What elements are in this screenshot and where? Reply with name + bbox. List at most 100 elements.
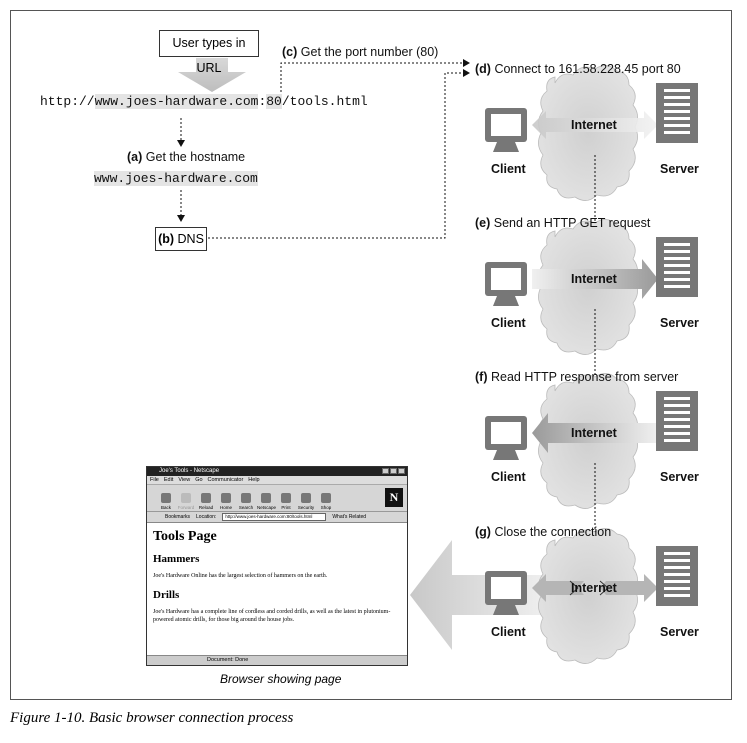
search-button[interactable]: Search xyxy=(237,493,255,511)
dns-box: (b) DNS xyxy=(155,227,207,251)
figure-caption: Figure 1-10. Basic browser connection pr… xyxy=(10,710,294,726)
hammers-text: Joe's Hardware Online has the largest se… xyxy=(153,573,328,579)
home-button[interactable]: Home xyxy=(217,493,235,511)
url-sep: : xyxy=(258,94,267,109)
client-label: Client xyxy=(491,470,526,484)
forward-button[interactable]: Forward xyxy=(177,493,195,511)
url-path: /tools.html xyxy=(281,94,368,109)
whats-related-button[interactable]: What's Related xyxy=(332,514,367,520)
shop-icon xyxy=(321,493,331,503)
url-port: 80 xyxy=(266,94,282,109)
client-label: Client xyxy=(491,316,526,330)
url-host: www.joes-hardware.com xyxy=(94,94,259,109)
forward-icon xyxy=(181,493,191,503)
browser-title: Joe's Tools - Netscape xyxy=(159,468,220,474)
step-g-text: Close the connection xyxy=(494,525,612,539)
menu-view[interactable]: View xyxy=(178,477,191,483)
reload-button[interactable]: Reload xyxy=(197,493,215,511)
print-icon xyxy=(281,493,291,503)
step-c-label: (c) Get the port number (80) xyxy=(282,45,438,59)
minimize-icon[interactable] xyxy=(382,468,389,474)
step-b-text: DNS xyxy=(177,232,204,246)
step-e-label: (e) Send an HTTP GET request xyxy=(475,216,650,230)
server-label: Server xyxy=(660,162,699,176)
row-f xyxy=(485,373,698,540)
internet-label: Internet xyxy=(571,272,617,286)
figure-frame xyxy=(10,10,732,700)
internet-cloud xyxy=(538,528,638,664)
step-a-letter: (a) xyxy=(127,150,143,164)
print-label: Print xyxy=(281,505,291,510)
menu-file[interactable]: File xyxy=(150,477,159,483)
menu-edit[interactable]: Edit xyxy=(163,477,174,483)
dotted-port-to-connect xyxy=(280,59,470,92)
shop-button[interactable]: Shop xyxy=(317,493,335,511)
netscape-button[interactable]: Netscape xyxy=(257,493,277,511)
forward-label: Forward xyxy=(177,505,195,510)
user-types-box: User types in URL xyxy=(159,30,259,75)
netscape-icon xyxy=(261,493,271,503)
step-f-text: Read HTTP response from server xyxy=(490,370,679,384)
reload-label: Reload xyxy=(198,505,214,510)
step-a-label: (a) Get the hostname xyxy=(127,150,245,164)
netscape-label: Netscape xyxy=(257,505,277,510)
step-d-label: (d) Connect to 161.58.228.45 port 80 xyxy=(475,62,681,76)
browser-window: Joe's Tools - Netscape File Edit View Go… xyxy=(146,466,408,666)
client-label: Client xyxy=(491,625,526,639)
bookmarks-button[interactable]: Bookmarks xyxy=(165,514,191,520)
hostname-value: www.joes-hardware.com xyxy=(94,171,258,186)
internet-label: Internet xyxy=(571,426,617,440)
server-label: Server xyxy=(660,470,699,484)
step-f-label: (f) Read HTTP response from server xyxy=(475,370,678,384)
step-b-letter: (b) xyxy=(158,232,175,246)
server-label: Server xyxy=(660,316,699,330)
menu-help[interactable]: Help xyxy=(248,477,260,483)
back-button[interactable]: Back xyxy=(157,493,175,511)
browser-toolbar: Back Forward Reload Home Search Netscape… xyxy=(147,484,407,512)
section-hammers: Hammers xyxy=(153,553,200,565)
browser-titlebar: Joe's Tools - Netscape xyxy=(147,467,407,476)
menu-go[interactable]: Go xyxy=(195,477,203,483)
server-label: Server xyxy=(660,625,699,639)
search-icon xyxy=(241,493,251,503)
location-input[interactable]: http://www.joes-hardware.com:80/tools.ht… xyxy=(222,513,327,521)
row-g xyxy=(485,528,698,664)
security-button[interactable]: Security xyxy=(297,493,315,511)
close-icon[interactable] xyxy=(398,468,405,474)
big-arrow-to-browser xyxy=(410,540,555,650)
lock-icon xyxy=(301,493,311,503)
user-types-label: User types in URL xyxy=(172,36,246,75)
back-label: Back xyxy=(160,505,171,510)
page-heading: Tools Page xyxy=(153,529,217,544)
step-g-letter: (g) xyxy=(475,525,491,539)
url-line: http://www.joes-hardware.com:80/tools.ht… xyxy=(40,94,368,109)
input-arrow xyxy=(178,58,246,92)
row-d xyxy=(485,65,698,231)
step-e-text: Send an HTTP GET request xyxy=(493,216,651,230)
browser-content: Tools Page Hammers Joe's Hardware Online… xyxy=(147,523,407,624)
internet-label: Internet xyxy=(571,118,617,132)
step-d-text: Connect to 161.58.228.45 port 80 xyxy=(494,62,681,76)
browser-caption: Browser showing page xyxy=(220,672,342,686)
internet-label: Internet xyxy=(571,581,617,595)
drills-text: Joe's Hardware has a complete line of co… xyxy=(153,609,391,623)
step-f-letter: (f) xyxy=(475,370,488,384)
browser-status-bar: Document: Done xyxy=(147,655,407,665)
back-icon xyxy=(161,493,171,503)
step-g-label: (g) Close the connection xyxy=(475,525,611,539)
netscape-logo: N xyxy=(385,488,403,507)
print-button[interactable]: Print xyxy=(277,493,295,511)
search-label: Search xyxy=(238,505,254,510)
internet-cloud xyxy=(538,65,638,201)
home-icon xyxy=(221,493,231,503)
security-label: Security xyxy=(297,505,315,510)
browser-menubar: File Edit View Go Communicator Help xyxy=(147,476,407,484)
step-c-letter: (c) xyxy=(282,45,298,59)
menu-communicator[interactable]: Communicator xyxy=(207,477,244,483)
client-label: Client xyxy=(491,162,526,176)
step-e-letter: (e) xyxy=(475,216,491,230)
maximize-icon[interactable] xyxy=(390,468,397,474)
shop-label: Shop xyxy=(320,505,332,510)
row-e xyxy=(485,219,698,385)
